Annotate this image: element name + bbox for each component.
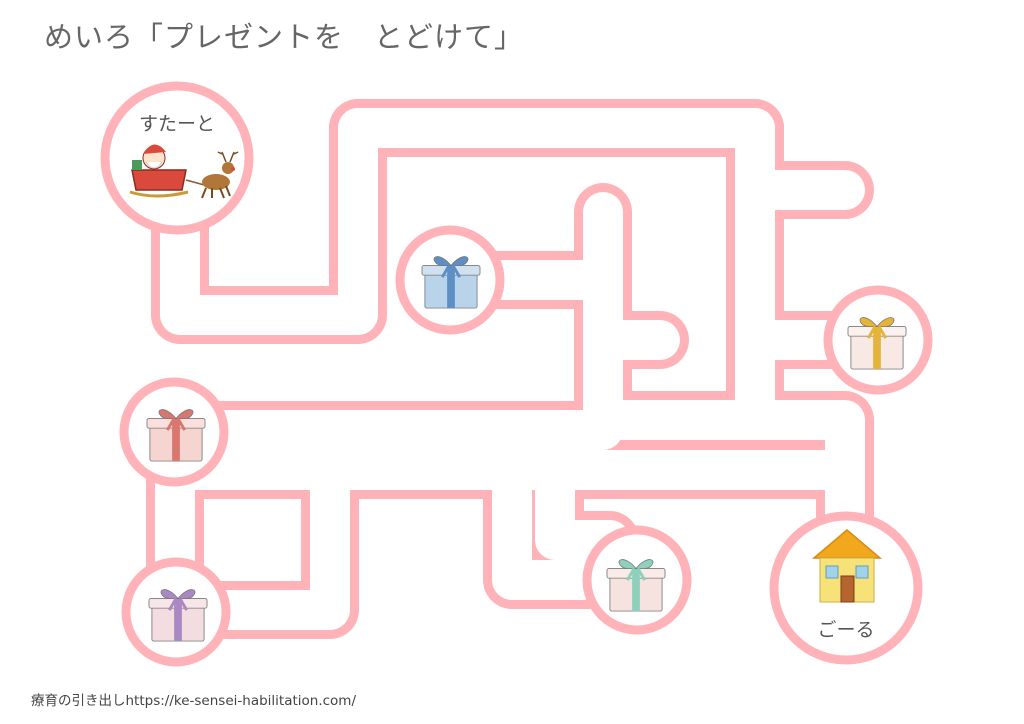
start-label: すたーと: [139, 113, 215, 135]
page-title: めいろ「プレゼントを とどけて」: [44, 20, 525, 54]
santa-sleigh-icon: [129, 144, 239, 199]
house-icon: [811, 529, 883, 603]
gift-node-yellow: [823, 285, 933, 395]
gift-node-purple: [121, 557, 231, 667]
gift-node-blue: [395, 225, 505, 335]
site-credit: 療育の引き出しhttps://ke-sensei-habilitation.co…: [31, 693, 357, 709]
start-node: すたーと: [100, 81, 254, 235]
gift-node-pink: [119, 377, 229, 487]
goal-node: ごーる: [769, 511, 923, 665]
gift-node-mint: [582, 525, 692, 635]
goal-label: ごーる: [817, 619, 874, 641]
